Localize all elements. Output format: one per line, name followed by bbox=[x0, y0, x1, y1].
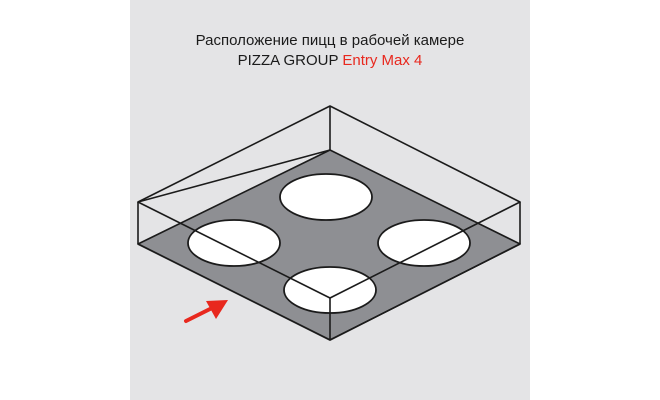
brand-name: PIZZA GROUP bbox=[237, 52, 339, 69]
chamber-wireframe bbox=[137, 105, 521, 341]
pizza-back bbox=[279, 173, 373, 221]
pizza-left bbox=[187, 219, 281, 267]
pizza-right bbox=[377, 219, 471, 267]
oven-chamber-diagram bbox=[137, 105, 521, 341]
diagram-title: Расположение пицц в рабочей камере bbox=[195, 32, 465, 49]
diagram-panel: Расположение пицц в рабочей камере PIZZA… bbox=[130, 0, 530, 400]
oven-model: Entry Max 4 bbox=[342, 52, 423, 69]
door-direction-arrow-icon bbox=[184, 300, 228, 323]
diagram-subtitle: PIZZA GROUP Entry Max 4 bbox=[130, 52, 530, 70]
